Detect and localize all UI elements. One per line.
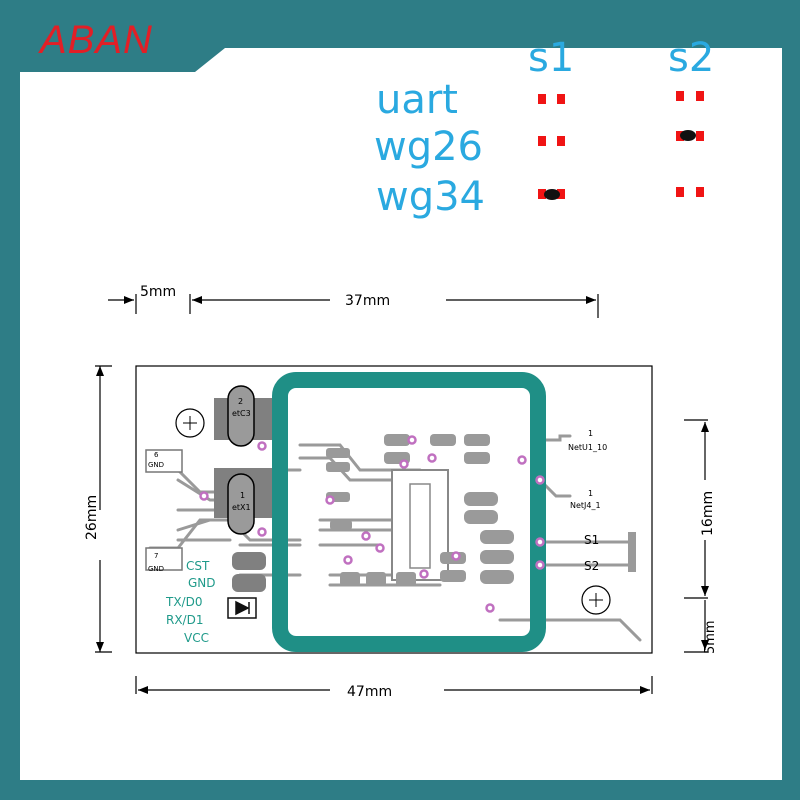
silk-label: RX/D1 [166, 613, 203, 627]
smd-pads-left [232, 552, 266, 592]
jumper-pad [557, 189, 565, 199]
jumper-pad [676, 91, 684, 101]
pin-number: 1 [588, 489, 593, 498]
jumper-pad [538, 189, 546, 199]
ic-chip [391, 469, 449, 581]
pin-number: 7 [154, 552, 158, 560]
jumper-pad [696, 91, 704, 101]
jumper-pad [696, 131, 704, 141]
jumper-pad [676, 187, 684, 197]
solder-bridge [680, 130, 696, 141]
row-label-wg34: wg34 [376, 174, 486, 220]
pin-number: 1 [588, 429, 593, 438]
silk-label: GND [188, 576, 216, 590]
dimension-arrowheads [96, 296, 709, 694]
jumper-pad [538, 136, 546, 146]
row-label-wg26: wg26 [374, 124, 484, 170]
diode [227, 597, 257, 619]
mounting-hole [175, 408, 205, 438]
column-header-s1: s1 [528, 35, 575, 81]
left-header: 6 GND 7 GND [145, 449, 183, 573]
crystal: 1 etX1 [214, 468, 276, 535]
solder-bridge [544, 189, 560, 200]
jumper-pad [538, 94, 546, 104]
pin-number: 2 [238, 397, 243, 406]
net-label: NetU1_10 [568, 443, 607, 452]
column-header-s2: s2 [668, 35, 715, 81]
net-label: GND [148, 461, 164, 469]
dim-left-margin: 5mm [140, 284, 176, 300]
silk-label: CST [186, 559, 210, 573]
net-label: NetJ4_1 [570, 501, 601, 510]
brand-logo: ABAN [40, 18, 153, 62]
jumper-pad [557, 136, 565, 146]
net-labels-right: 1 NetU1_10 1 NetJ4_1 [568, 429, 607, 510]
dim-total-width: 47mm [347, 684, 392, 700]
silk-label: TX/D0 [165, 595, 202, 609]
dim-bottom-margin: 5mm [703, 620, 718, 654]
mounting-hole [581, 585, 611, 615]
capacitor: 2 etC3 [214, 385, 276, 447]
output-header: S1 S2 [584, 532, 636, 573]
ref-label: etC3 [232, 409, 251, 418]
jumper-pad [696, 187, 704, 197]
dim-coil-width: 37mm [345, 293, 390, 309]
jumper-pad [557, 94, 565, 104]
output-label-s2: S2 [584, 559, 599, 573]
dim-header-spacing: 16mm [700, 491, 716, 536]
antenna-coil [272, 372, 546, 652]
smd-pads [326, 434, 514, 586]
dimension-lines [95, 294, 708, 694]
row-label-uart: uart [376, 77, 458, 123]
net-label: GND [148, 565, 164, 573]
pin-number: 1 [240, 491, 245, 500]
silkscreen-labels: CST GND TX/D0 RX/D1 VCC [165, 559, 216, 645]
pin-number: 6 [154, 451, 159, 459]
output-label-s1: S1 [584, 533, 599, 547]
ref-label: etX1 [232, 503, 251, 512]
silk-label: VCC [184, 631, 209, 645]
vias [199, 435, 545, 613]
dim-total-height: 26mm [84, 495, 100, 540]
